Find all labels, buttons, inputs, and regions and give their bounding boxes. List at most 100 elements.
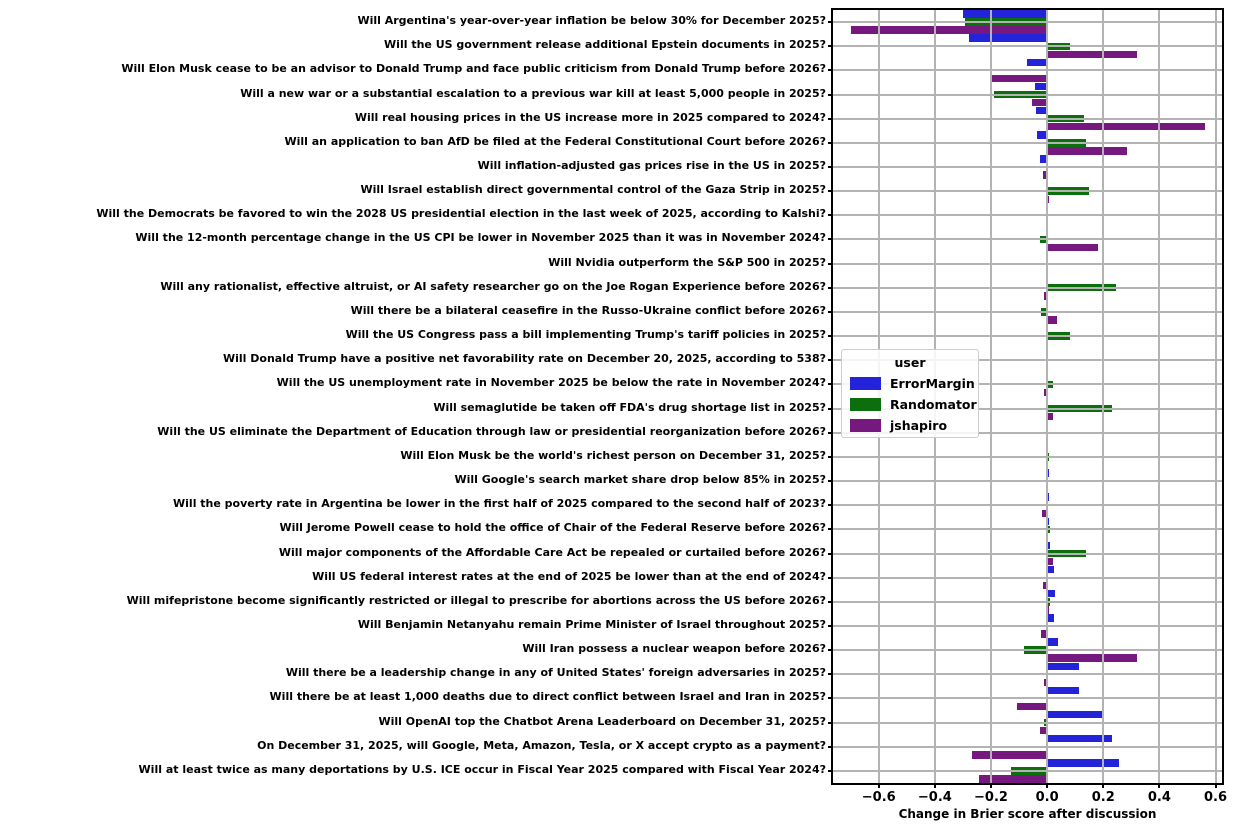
category-label: Will the 12-month percentage change in t… bbox=[135, 231, 826, 245]
y-tick-mark bbox=[828, 69, 833, 72]
bar-jshapiro bbox=[1047, 147, 1128, 155]
bar-ErrorMargin bbox=[962, 10, 1048, 18]
bar-jshapiro bbox=[1047, 123, 1205, 131]
category-label: Will there be a leadership change in any… bbox=[285, 666, 826, 680]
y-tick-mark bbox=[828, 407, 833, 410]
y-tick-mark bbox=[828, 600, 833, 603]
legend-entry-jshapiro: jshapiro bbox=[850, 415, 970, 436]
y-tick-mark bbox=[828, 141, 833, 144]
category-label: Will Google's search market share drop b… bbox=[454, 473, 827, 487]
y-gridline bbox=[833, 238, 1222, 241]
y-tick-mark bbox=[828, 431, 833, 434]
y-tick-mark bbox=[828, 769, 833, 772]
legend-label-randomator: Randomator bbox=[890, 397, 977, 412]
x-tick-mark bbox=[990, 783, 992, 788]
bar-ErrorMargin bbox=[969, 34, 1048, 42]
bar-ErrorMargin bbox=[1036, 106, 1048, 115]
bar-jshapiro bbox=[979, 775, 1048, 783]
y-gridline bbox=[833, 262, 1222, 265]
category-label: Will Argentina's year-over-year inflatio… bbox=[357, 14, 826, 28]
bar-ErrorMargin bbox=[1047, 565, 1054, 574]
bar-jshapiro bbox=[1047, 557, 1054, 566]
category-label: Will at least twice as many deportations… bbox=[138, 762, 826, 776]
x-tick-label: 0.0 bbox=[1035, 790, 1059, 805]
x-tick-mark bbox=[1102, 783, 1105, 788]
y-gridline bbox=[833, 552, 1222, 555]
y-gridline bbox=[833, 117, 1222, 120]
x-tick-mark bbox=[877, 783, 880, 788]
y-gridline bbox=[833, 649, 1222, 652]
legend-title: user bbox=[894, 355, 926, 370]
y-tick-mark bbox=[828, 238, 833, 241]
y-tick-mark bbox=[828, 21, 833, 24]
y-tick-mark bbox=[828, 624, 833, 627]
y-gridline bbox=[833, 141, 1222, 144]
category-label: Will any rationalist, effective altruist… bbox=[160, 279, 826, 293]
x-gridline bbox=[1214, 10, 1217, 783]
y-tick-mark bbox=[828, 359, 833, 362]
y-gridline bbox=[833, 721, 1222, 724]
y-gridline bbox=[833, 335, 1222, 338]
category-label: Will OpenAI top the Chatbot Arena Leader… bbox=[378, 714, 827, 728]
bar-jshapiro bbox=[1047, 654, 1137, 662]
x-tick-mark bbox=[1158, 783, 1161, 788]
y-gridline bbox=[833, 214, 1222, 217]
bar-ErrorMargin bbox=[1047, 517, 1050, 525]
category-label: Will US federal interest rates at the en… bbox=[312, 569, 826, 583]
y-gridline bbox=[833, 383, 1222, 386]
y-gridline bbox=[833, 407, 1222, 410]
legend-label-jshapiro: jshapiro bbox=[890, 418, 948, 433]
category-label: Will there be a bilateral ceasefire in t… bbox=[350, 303, 826, 317]
y-tick-mark bbox=[828, 576, 833, 579]
y-gridline bbox=[833, 359, 1222, 362]
y-tick-mark bbox=[828, 697, 833, 700]
y-tick-mark bbox=[828, 383, 833, 386]
y-tick-mark bbox=[828, 190, 833, 193]
bar-jshapiro bbox=[991, 74, 1048, 83]
bar-jshapiro bbox=[1047, 50, 1137, 58]
category-label: Will Israel establish direct governmenta… bbox=[360, 183, 826, 197]
x-axis-title: Change in Brier score after discussion bbox=[898, 807, 1157, 821]
x-tick-mark bbox=[933, 783, 936, 788]
y-tick-mark bbox=[828, 93, 833, 96]
category-label: Will semaglutide be taken off FDA's drug… bbox=[433, 400, 826, 414]
category-label: Will the US Congress pass a bill impleme… bbox=[345, 328, 826, 342]
y-gridline bbox=[833, 697, 1222, 700]
y-tick-mark bbox=[828, 673, 833, 676]
category-label: Will there be at least 1,000 deaths due … bbox=[269, 690, 826, 704]
x-tick-label: 0.4 bbox=[1147, 790, 1171, 805]
y-gridline bbox=[833, 190, 1222, 193]
y-tick-mark bbox=[828, 745, 833, 748]
y-tick-mark bbox=[828, 504, 833, 507]
y-tick-mark bbox=[828, 552, 833, 555]
bar-ErrorMargin bbox=[1047, 710, 1103, 719]
x-gridline bbox=[1158, 10, 1161, 783]
legend-swatch-randomator bbox=[850, 398, 881, 411]
x-gridline bbox=[990, 10, 992, 783]
bar-ErrorMargin bbox=[1037, 131, 1048, 139]
bar-ErrorMargin bbox=[1047, 735, 1112, 743]
y-gridline bbox=[833, 21, 1222, 24]
y-gridline bbox=[833, 504, 1222, 507]
x-tick-label: −0.6 bbox=[861, 790, 896, 805]
category-label: Will the poverty rate in Argentina be lo… bbox=[173, 497, 826, 511]
bar-ErrorMargin bbox=[1040, 155, 1048, 163]
y-gridline bbox=[833, 480, 1222, 483]
category-label: Will Donald Trump have a positive net fa… bbox=[222, 352, 826, 366]
y-gridline bbox=[833, 431, 1222, 434]
y-gridline bbox=[833, 769, 1222, 772]
y-gridline bbox=[833, 673, 1222, 676]
x-gridline bbox=[1102, 10, 1105, 783]
bar-jshapiro bbox=[972, 751, 1048, 759]
category-label: Will the US government release additiona… bbox=[384, 38, 826, 52]
y-tick-mark bbox=[828, 286, 833, 289]
bar-jshapiro bbox=[1016, 702, 1048, 711]
y-tick-mark bbox=[828, 480, 833, 483]
x-gridline bbox=[1046, 10, 1049, 783]
y-tick-mark bbox=[828, 335, 833, 338]
legend-entry-errormargin: ErrorMargin bbox=[850, 373, 975, 394]
y-gridline bbox=[833, 576, 1222, 579]
bar-ErrorMargin bbox=[1026, 58, 1048, 67]
category-label: Will Elon Musk be the world's richest pe… bbox=[400, 448, 826, 462]
